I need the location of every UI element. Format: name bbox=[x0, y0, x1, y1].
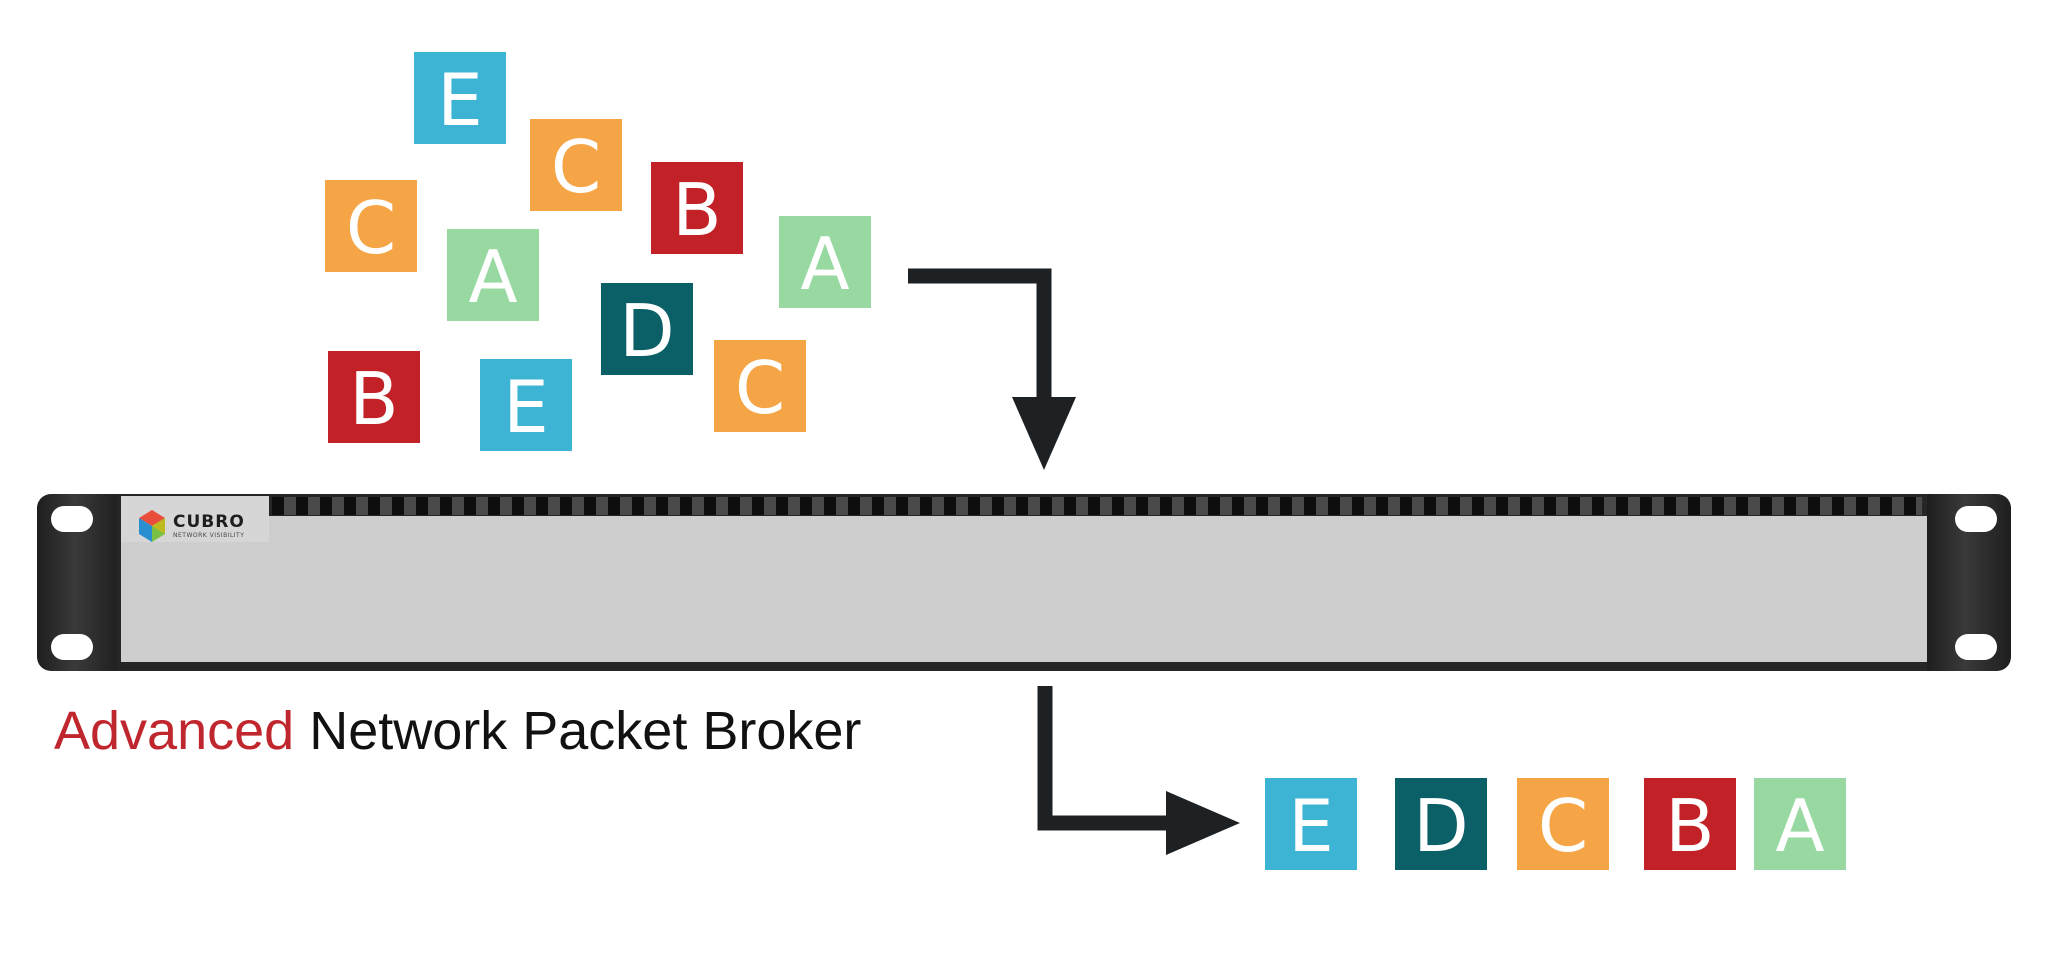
arrow-into-broker bbox=[908, 268, 1076, 470]
front-panel bbox=[121, 516, 1927, 662]
packet-output-5: A bbox=[1754, 778, 1846, 870]
packet-input-7: D bbox=[601, 283, 693, 375]
ventilation-grille bbox=[272, 497, 1922, 515]
rack-ear-left bbox=[37, 494, 121, 671]
packet-input-8: B bbox=[328, 351, 420, 443]
brand-logo: CUBRO NETWORK VISIBILITY bbox=[137, 508, 245, 544]
packet-input-3: B bbox=[651, 162, 743, 254]
brand-tagline: NETWORK VISIBILITY bbox=[173, 531, 245, 539]
rack-ear-right bbox=[1927, 494, 2011, 671]
packet-input-10: C bbox=[714, 340, 806, 432]
diagram-title: Advanced Network Packet Broker bbox=[54, 700, 861, 762]
packet-output-3: C bbox=[1517, 778, 1609, 870]
packet-input-4: C bbox=[325, 180, 417, 272]
brand-name: CUBRO bbox=[173, 511, 245, 532]
packet-broker-device: CUBRO NETWORK VISIBILITY bbox=[37, 494, 2011, 671]
packet-input-6: A bbox=[447, 229, 539, 321]
mounting-hole bbox=[1955, 634, 1997, 660]
packet-output-2: D bbox=[1395, 778, 1487, 870]
packet-input-9: E bbox=[480, 359, 572, 451]
packet-output-1: E bbox=[1265, 778, 1357, 870]
title-rest: Network Packet Broker bbox=[309, 701, 862, 761]
mounting-hole bbox=[51, 506, 93, 532]
title-accent: Advanced bbox=[54, 701, 295, 761]
mounting-hole bbox=[51, 634, 93, 660]
packet-output-4: B bbox=[1644, 778, 1736, 870]
mounting-hole bbox=[1955, 506, 1997, 532]
arrow-out-of-broker bbox=[1037, 686, 1240, 855]
packet-input-1: E bbox=[414, 52, 506, 144]
packet-input-5: A bbox=[779, 216, 871, 308]
device-front bbox=[117, 494, 1931, 671]
cube-logo-icon bbox=[139, 510, 165, 542]
packet-input-2: C bbox=[530, 119, 622, 211]
